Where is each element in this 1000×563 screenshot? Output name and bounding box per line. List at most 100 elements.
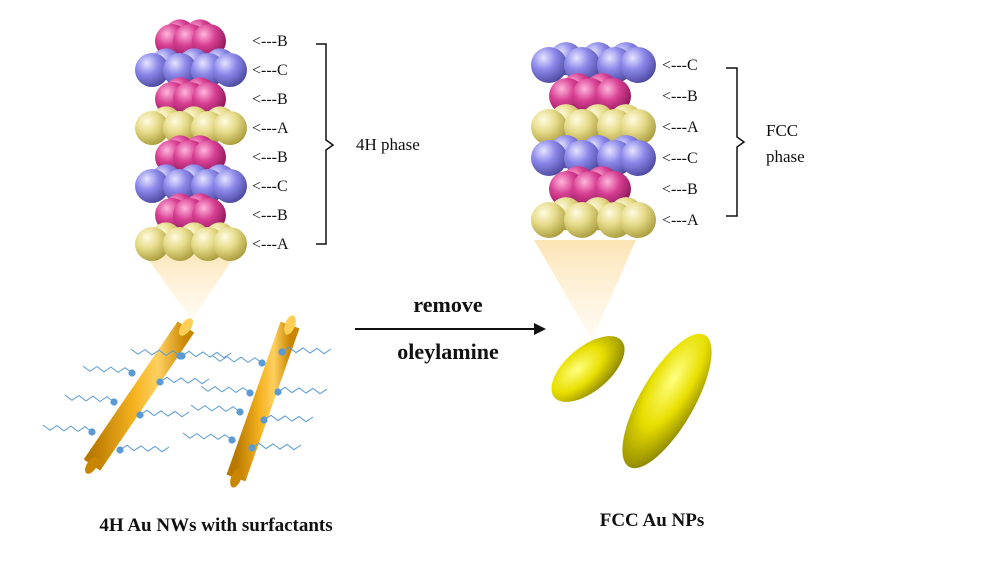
surfactant-chain [200, 385, 254, 397]
left-atom [163, 169, 197, 203]
left-atom [213, 53, 247, 87]
nanowires-with-surfactants [42, 315, 332, 488]
right-phase-label-line1: FCC [766, 121, 798, 140]
right-layer-labels: <---C<---B<---A<---C<---B<---A [662, 57, 699, 229]
left-layer-labels: <---B <---C <---B <---A <---B <---C <---B <---A [252, 33, 289, 253]
right-atom [564, 109, 600, 145]
surfactant-tail [281, 346, 332, 355]
surfactant-tail [251, 442, 302, 451]
surfactant-tail [277, 386, 328, 395]
surfactant-head [246, 389, 254, 397]
surfactant-chain [274, 386, 328, 396]
process-label-bottom: oleylamine [397, 339, 499, 364]
surfactant-chain [260, 414, 314, 424]
surfactant-chain [82, 365, 136, 377]
right-layer-label-5: <---B [662, 181, 698, 198]
surfactant-chain [182, 432, 236, 444]
left-phase-label: 4H phase [356, 135, 420, 154]
surfactant-head [116, 446, 124, 454]
right-atom [531, 140, 567, 176]
surfactant-head [178, 352, 186, 360]
surfactant-tail [82, 365, 133, 374]
surfactant-head [128, 369, 136, 377]
surfactant-head [248, 444, 256, 452]
left-layer-label-6: <---C [252, 178, 288, 195]
nanowire-2 [226, 315, 300, 488]
right-phase-label-line2: phase [766, 147, 805, 166]
nanoparticle-small [551, 336, 625, 402]
left-layer-3-B [155, 77, 226, 116]
surfactant-head [228, 436, 236, 444]
surfactant-chain [42, 424, 96, 436]
left-layer-2-C [135, 48, 247, 87]
left-atom [163, 227, 197, 261]
surfactant-tail [42, 424, 93, 433]
surfactant-head [258, 359, 266, 367]
surfactant-tail [130, 348, 181, 357]
right-atom [531, 47, 567, 83]
left-layer-label-4: <---A [252, 120, 289, 137]
surfactant-chain [136, 409, 190, 419]
right-atom [620, 140, 656, 176]
right-atom [564, 202, 600, 238]
right-layer-3-A [531, 104, 656, 145]
left-atom [163, 111, 197, 145]
nanoparticles [551, 333, 712, 469]
surfactant-tail [159, 376, 210, 385]
surfactant-tail [212, 355, 263, 364]
surfactant-head [88, 428, 96, 436]
left-layer-label-7: <---B [252, 207, 288, 224]
right-atom [620, 202, 656, 238]
left-atom [213, 111, 247, 145]
left-atom [213, 169, 247, 203]
right-layer-label-3: <---A [662, 119, 699, 136]
surfactant-tail [182, 432, 233, 441]
right-bracket [726, 67, 746, 217]
surfactant-tail [64, 394, 115, 403]
caption-right: FCC Au NPs [600, 510, 705, 531]
surfactant-chain [248, 442, 302, 452]
left-layer-8-A [135, 222, 247, 261]
surfactant-chain [190, 404, 244, 416]
left-layer-label-8: <---A [252, 236, 289, 253]
surfactant-tail [139, 409, 190, 418]
left-layer-label-5: <---B [252, 149, 288, 166]
left-bracket [316, 43, 335, 245]
surfactant-chain [64, 394, 118, 406]
left-zoom-cone [140, 248, 240, 320]
left-atom [213, 227, 247, 261]
left-layer-label-3: <---B [252, 91, 288, 108]
surfactant-tail [181, 350, 232, 359]
left-layer-label-1: <---B [252, 33, 288, 50]
left-atom [135, 169, 169, 203]
surfactant-tail [200, 385, 251, 394]
surfactant-chain [156, 376, 210, 386]
right-layer-label-4: <---C [662, 150, 698, 167]
surfactant-chain [178, 350, 232, 360]
left-atom [135, 111, 169, 145]
surfactant-chain [116, 444, 170, 454]
left-layer-6-C [135, 164, 247, 203]
right-atom [531, 109, 567, 145]
left-atom [135, 227, 169, 261]
surfactant-head [136, 411, 144, 419]
surfactant-head [156, 378, 164, 386]
surfactant-tail [119, 444, 170, 453]
caption-left: 4H Au NWs with surfactants [99, 515, 332, 536]
left-layer-label-2: <---C [252, 62, 288, 79]
surfactant-head [236, 408, 244, 416]
process-label-top: remove [413, 292, 482, 317]
right-zoom-cone [534, 240, 636, 340]
left-atom [135, 53, 169, 87]
nanoparticle-large [622, 333, 712, 469]
right-layer-4-C [531, 135, 656, 176]
surfactant-head [274, 388, 282, 396]
right-layer-label-1: <---C [662, 57, 698, 74]
right-layer-6-A [531, 197, 656, 238]
surfactant-chain [278, 346, 332, 356]
left-atom-stack [135, 19, 247, 261]
right-atom [620, 47, 656, 83]
surfactant-chains [42, 346, 332, 454]
